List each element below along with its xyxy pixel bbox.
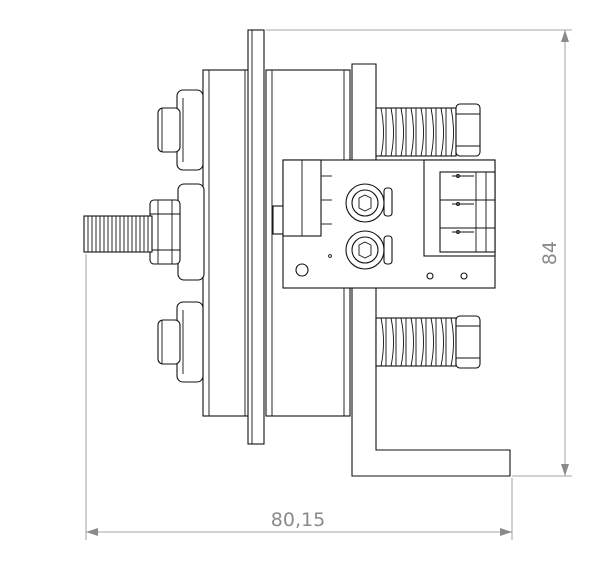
width-dimension-label: 80,15 xyxy=(271,509,325,531)
l-bracket xyxy=(351,63,511,477)
upper-spring xyxy=(375,103,481,157)
height-dimension-label: 84 xyxy=(539,241,561,265)
upper-screw xyxy=(345,183,393,223)
terminal-block-connector xyxy=(423,159,496,257)
lower-screw xyxy=(345,230,393,270)
threaded-stud xyxy=(83,215,153,253)
mounting-flange xyxy=(247,29,265,445)
height-dimension: 84 xyxy=(266,29,572,477)
lower-terminal xyxy=(157,301,204,383)
width-dimension: 80,15 xyxy=(85,254,513,540)
center-terminal-stud xyxy=(149,183,205,281)
upper-terminal xyxy=(157,89,204,171)
lower-spring xyxy=(375,315,481,369)
